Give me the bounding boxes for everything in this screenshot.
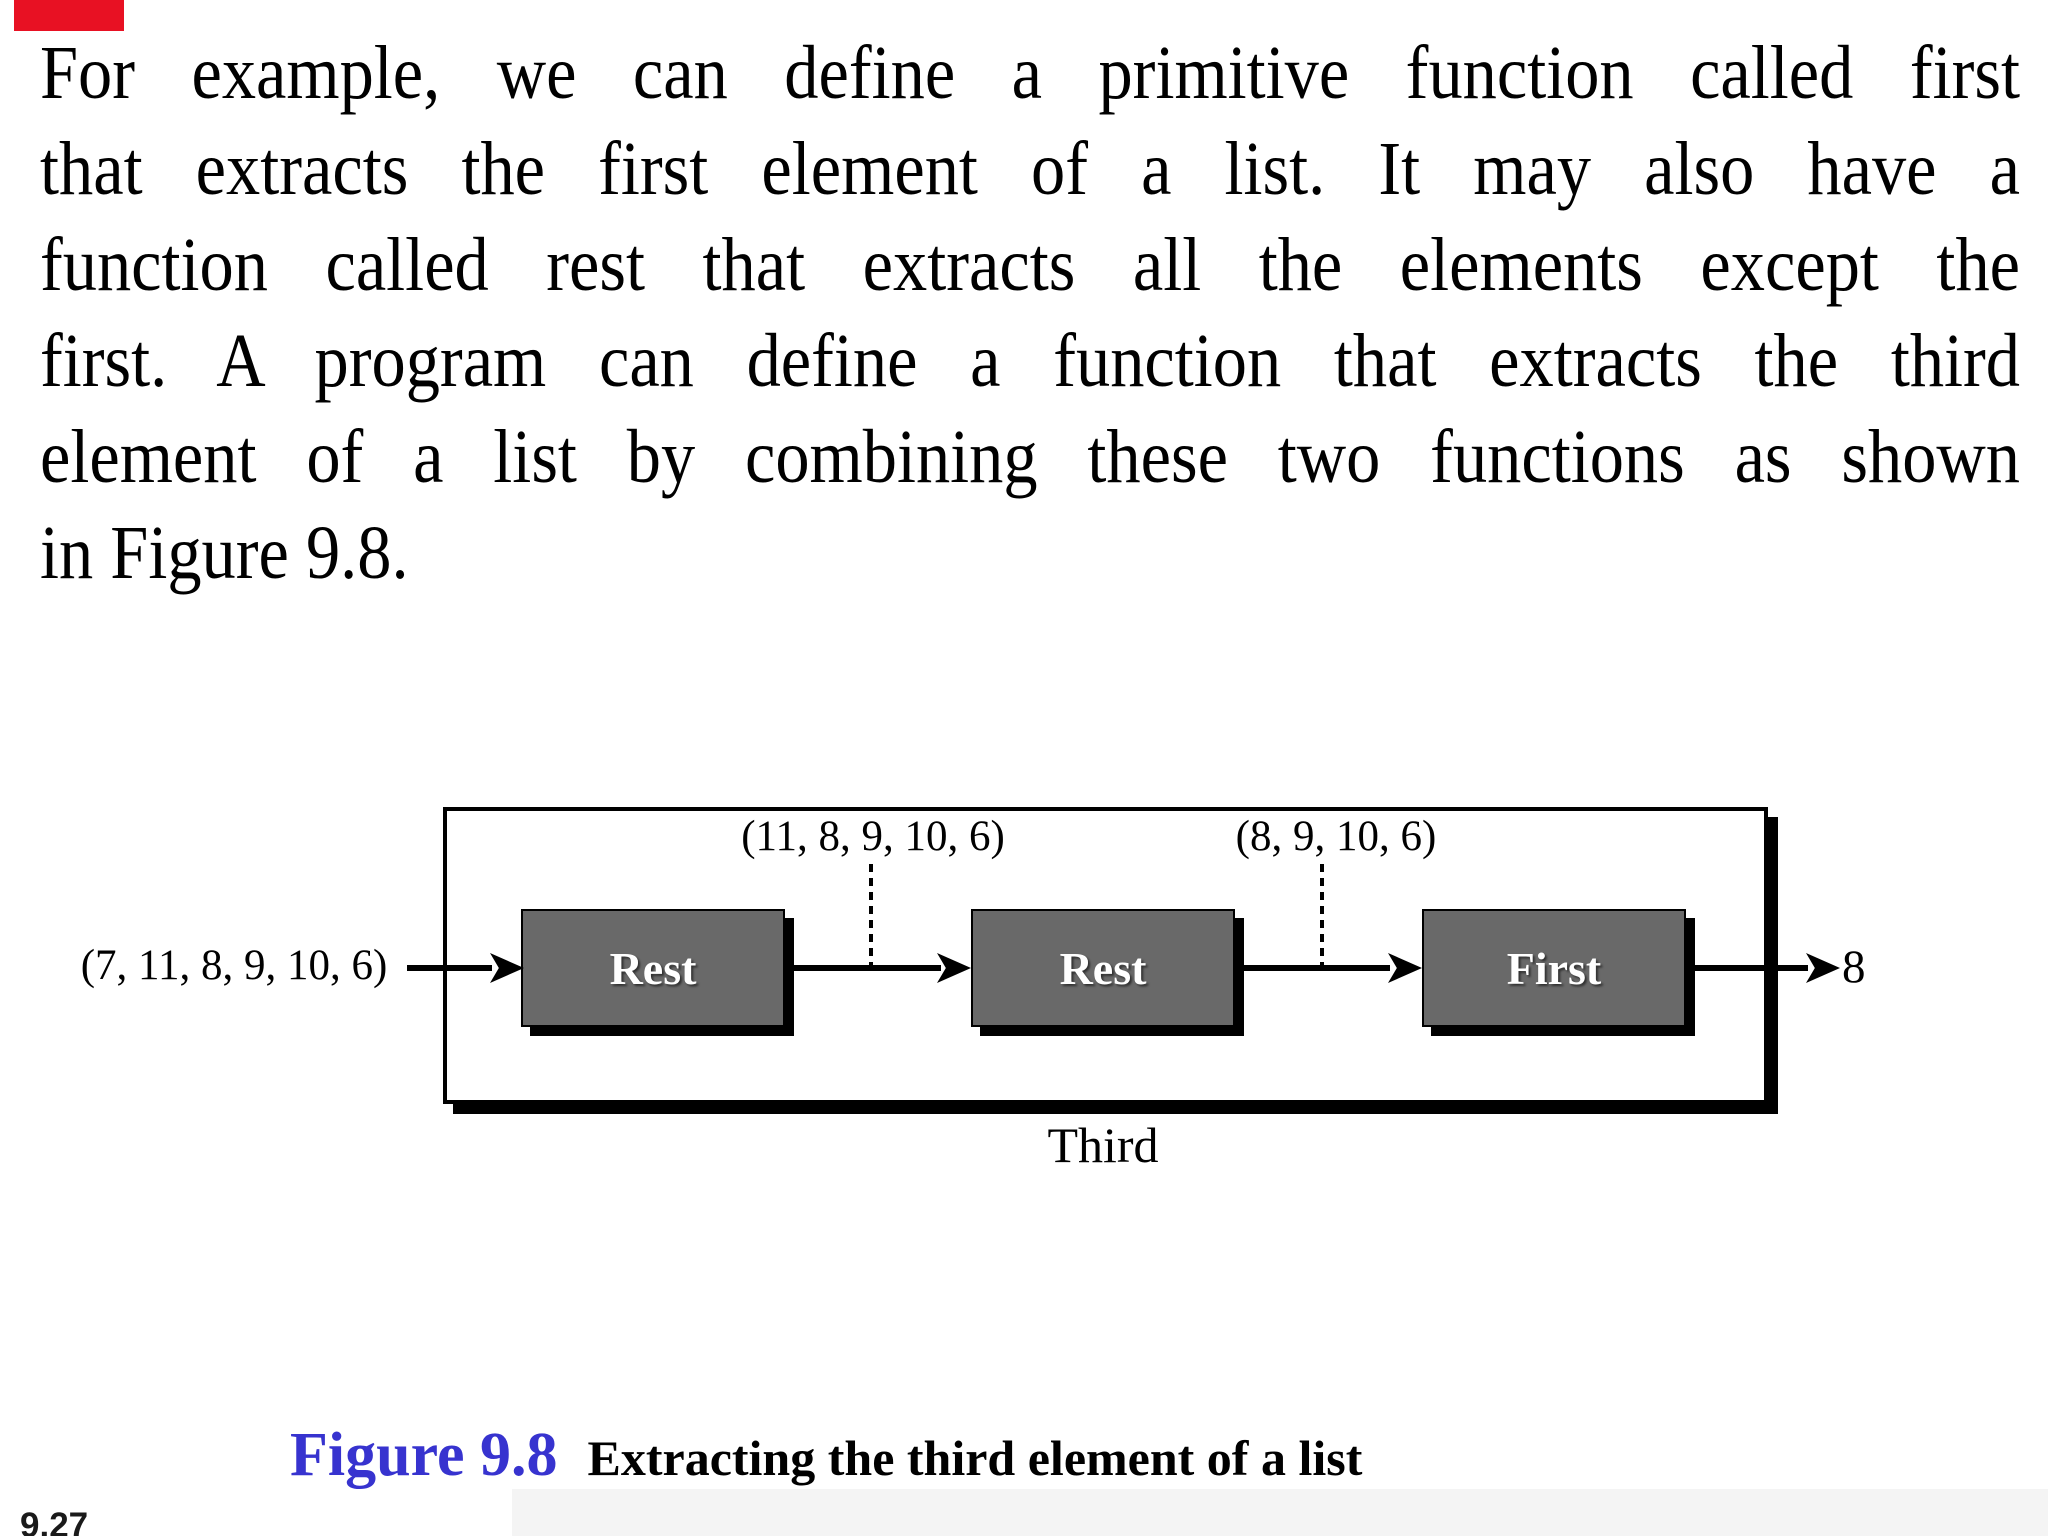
figure-caption: Figure 9.8 Extracting the third element o… — [290, 1420, 1362, 1491]
dashed-connector-1 — [869, 864, 873, 966]
paragraph-line: in Figure 9.8. — [40, 511, 409, 595]
input-arrow-line — [407, 965, 492, 971]
intermediate-list-label-2: (8, 9, 10, 6) — [1235, 813, 1437, 860]
group-label-third: Third — [1047, 1117, 1159, 1173]
red-marker — [14, 0, 124, 31]
input-list-label: (7, 11, 8, 9, 10, 6) — [80, 942, 388, 989]
output-arrowhead-icon — [1806, 953, 1840, 983]
first-box: First — [1422, 909, 1686, 1027]
intermediate-list-label-1: (11, 8, 9, 10, 6) — [741, 813, 1005, 860]
rest-box-1: Rest — [521, 909, 785, 1027]
paragraph-block: For example, we can define a primitive f… — [40, 25, 2020, 601]
rest-box-1-label: Rest — [609, 942, 697, 994]
rest-box-2-label: Rest — [1059, 942, 1147, 994]
caption-background-band — [512, 1489, 2048, 1536]
figure-caption-text: Extracting the third element of a list — [587, 1430, 1363, 1486]
paragraph-line: element of a list by combining these two… — [40, 415, 2020, 499]
first-box-label: First — [1506, 942, 1602, 994]
paragraph-line: that extracts the first element of a lis… — [40, 127, 2020, 211]
arrow-line-rest2-to-first — [1240, 965, 1390, 971]
output-arrow-line — [1693, 965, 1808, 971]
arrow-line-rest1-to-rest2 — [791, 965, 941, 971]
paragraph-line: first. A program can define a function t… — [40, 319, 2020, 403]
output-value-label: 8 — [1842, 941, 1866, 993]
page-number: 9.27 — [20, 1506, 89, 1536]
paragraph-line: function called rest that extracts all t… — [40, 223, 2020, 307]
figure-number: Figure 9.8 — [290, 1421, 558, 1489]
paragraph-line: For example, we can define a primitive f… — [40, 31, 2020, 115]
rest-box-2: Rest — [971, 909, 1235, 1027]
dashed-connector-2 — [1320, 864, 1324, 966]
